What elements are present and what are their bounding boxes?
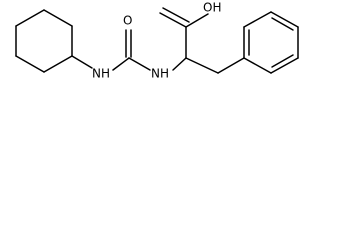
carbonyl-oxygen-label: O bbox=[123, 14, 132, 28]
bond bbox=[159, 12, 187, 28]
bond bbox=[243, 57, 272, 74]
bond bbox=[172, 57, 187, 71]
cyclohexyl-ring bbox=[15, 9, 73, 73]
bond bbox=[15, 9, 45, 27]
bond bbox=[15, 55, 45, 73]
bond bbox=[271, 54, 294, 68]
bond bbox=[271, 17, 294, 31]
bond bbox=[185, 57, 219, 74]
bond bbox=[43, 9, 73, 27]
bond bbox=[185, 13, 209, 28]
bond bbox=[71, 55, 93, 69]
amine-right-label: NH bbox=[151, 67, 169, 81]
bond bbox=[128, 57, 151, 71]
chemical-structure-diagram: O OH NH NH bbox=[15, 1, 299, 81]
bond bbox=[162, 7, 190, 23]
bond bbox=[43, 55, 73, 73]
phenyl-ring bbox=[243, 11, 299, 74]
bond bbox=[112, 57, 130, 71]
bond bbox=[270, 57, 299, 74]
bond bbox=[270, 11, 299, 28]
bond bbox=[243, 11, 272, 28]
amine-left-label: NH bbox=[92, 67, 110, 81]
hydroxyl-label: OH bbox=[203, 1, 221, 15]
bond bbox=[217, 57, 245, 74]
